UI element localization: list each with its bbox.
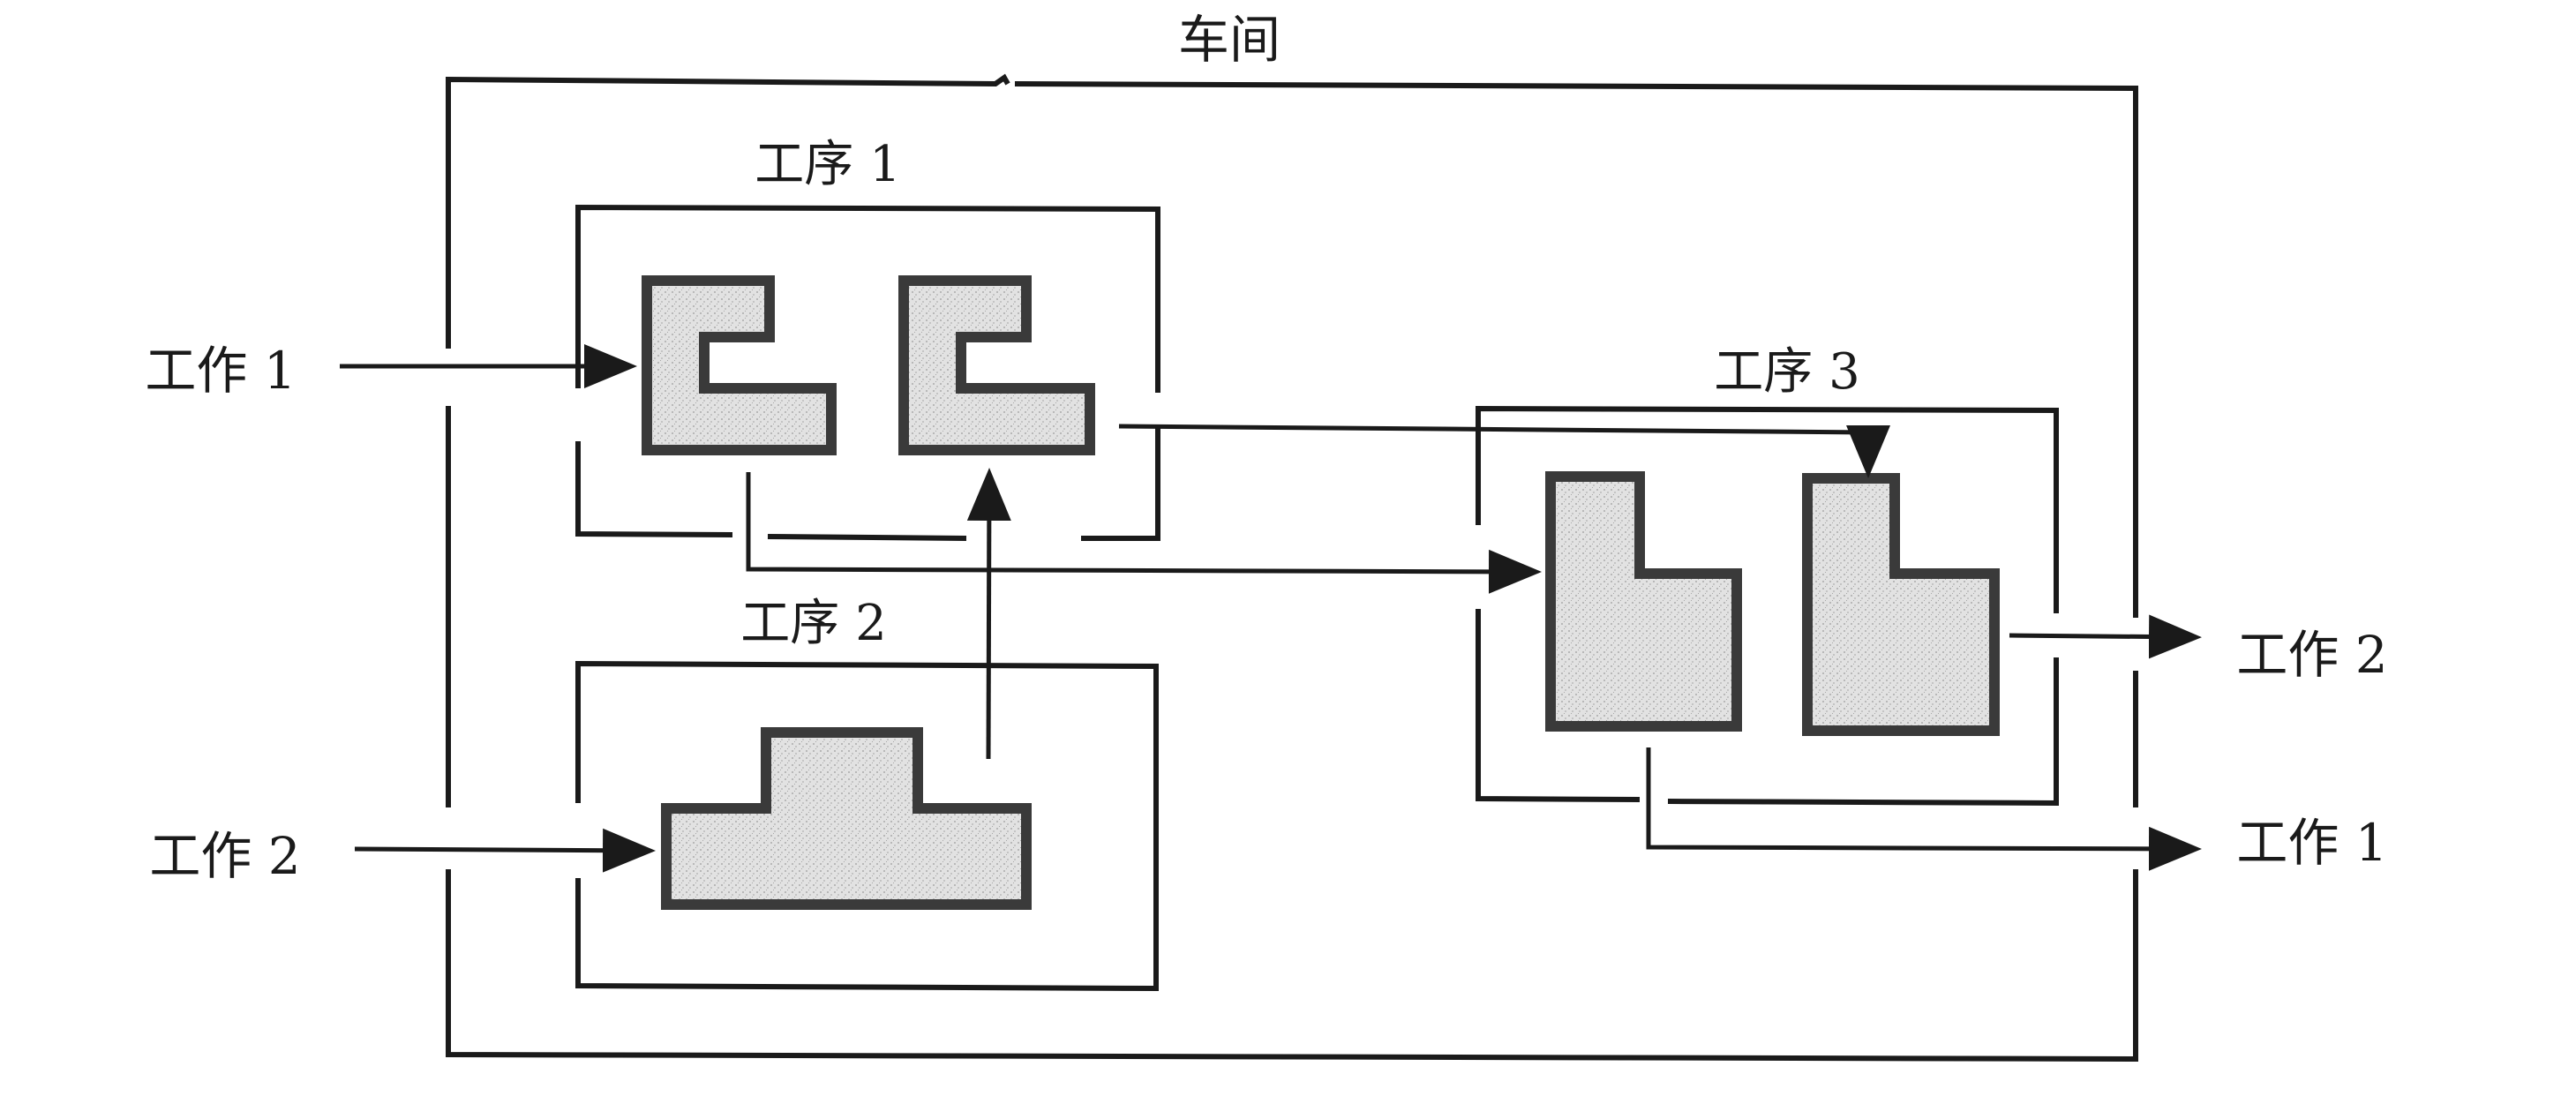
process-1-to-process-3-upper-arrow bbox=[1118, 424, 1890, 478]
machine-c-shape-1 bbox=[642, 275, 837, 455]
input-job-2-label: 工作 2 bbox=[149, 826, 300, 886]
input-job-1-label: 工作 1 bbox=[145, 341, 296, 401]
machine-c-shape-2 bbox=[898, 275, 1095, 455]
machine-t-shape bbox=[661, 727, 1032, 910]
output-job-1-arrow bbox=[1646, 747, 2202, 871]
process-3-label: 工序 3 bbox=[1714, 343, 1859, 401]
output-job-2-arrow bbox=[2009, 614, 2202, 659]
machine-l-shape-2 bbox=[1802, 473, 2000, 736]
process-2-machines bbox=[661, 727, 1032, 910]
flow-arrows bbox=[340, 344, 2202, 873]
process-2-label: 工序 2 bbox=[740, 595, 886, 652]
input-job-2-arrow bbox=[354, 828, 656, 873]
process-1-to-process-3-lower-arrow bbox=[746, 472, 1542, 594]
process-1-label: 工序 1 bbox=[755, 136, 900, 193]
process-3-machines bbox=[1545, 471, 2000, 736]
process-3-frame bbox=[1476, 405, 2059, 807]
output-job-2-label: 工作 2 bbox=[2236, 625, 2387, 685]
workshop-frame bbox=[446, 73, 2138, 1063]
workshop-label: 车间 bbox=[1178, 10, 1280, 70]
process-1-machines bbox=[642, 275, 1095, 455]
output-job-1-label: 工作 1 bbox=[2236, 813, 2387, 873]
machine-l-shape-1 bbox=[1545, 471, 1742, 732]
process-2-to-process-1-arrow bbox=[966, 468, 1011, 760]
process-2-frame bbox=[575, 660, 1159, 992]
process-1-frame bbox=[575, 204, 1160, 541]
